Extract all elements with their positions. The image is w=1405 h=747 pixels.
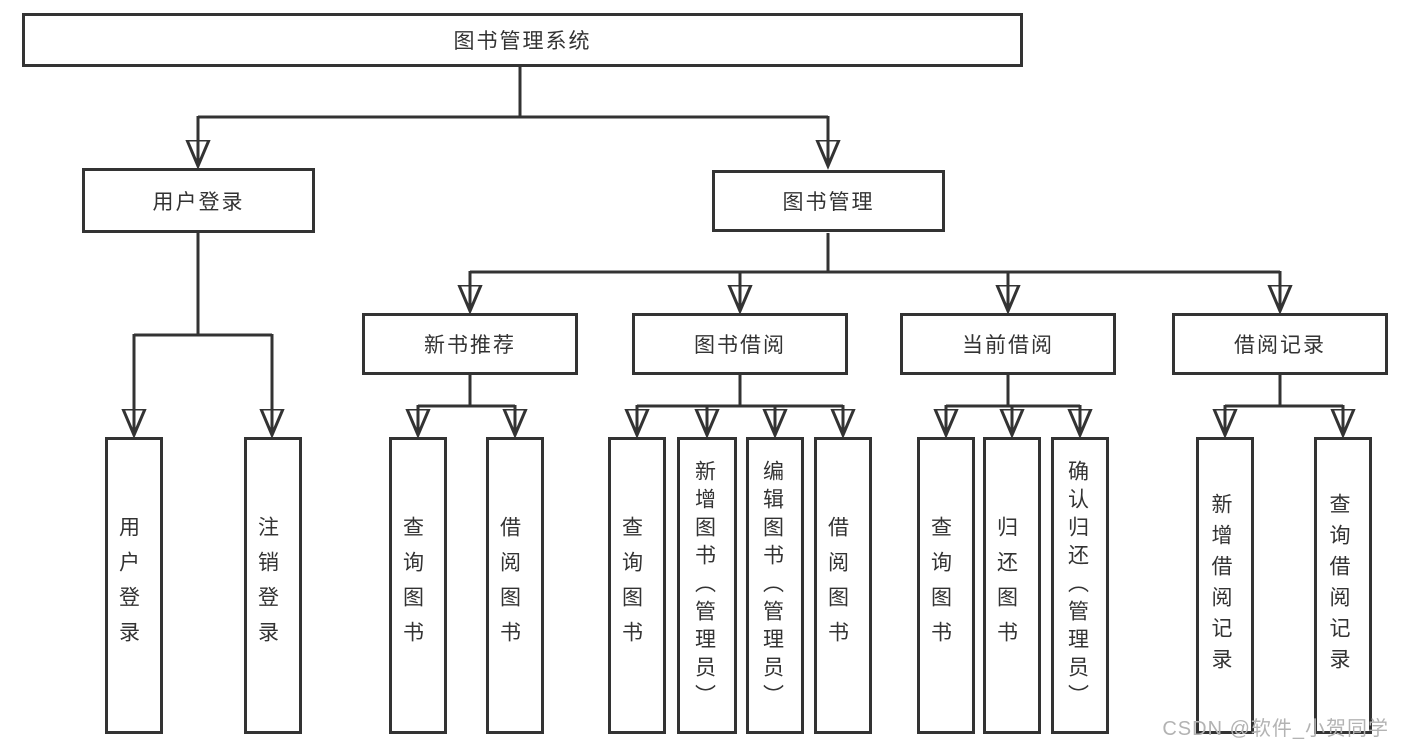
node-label: 图书管理 [782,191,875,214]
connector-root [198,67,828,119]
node-leaf-logout: 注销登录 [244,437,302,734]
node-label: 新书推荐 [424,334,516,357]
node-label: 新增图书（管理员） [692,459,716,712]
connector-new-book-recommend [418,375,515,408]
node-leaf-user-login: 用户登录 [105,437,163,734]
node-label: 查询图书 [400,515,424,656]
node-leaf-return-books: 归还图书 [983,437,1041,734]
node-label: 借阅图书 [497,515,521,656]
node-label: 图书借阅 [694,334,786,357]
node-label: 借阅记录 [1234,334,1326,357]
node-leaf-query-books-current: 查询图书 [917,437,975,734]
node-current-borrow: 当前借阅 [900,313,1116,375]
connector-book-management [470,233,1280,274]
node-label: 用户登录 [152,190,245,214]
node-label: 查询借阅记录 [1327,492,1350,679]
node-label: 注销登录 [255,515,279,656]
node-leaf-add-books-admin: 新增图书（管理员） [677,437,737,734]
node-leaf-add-borrow-record: 新增借阅记录 [1196,437,1254,734]
connector-borrow-records-group [1225,375,1343,408]
node-user-login: 用户登录 [82,168,315,233]
node-label: 借阅图书 [825,515,849,656]
node-label: 归还图书 [994,515,1018,656]
connector-user-login [134,233,272,337]
node-label: 编辑图书（管理员） [760,459,784,712]
node-borrow-records: 借阅记录 [1172,313,1388,375]
node-book-borrow: 图书借阅 [632,313,848,375]
node-leaf-query-borrow-record: 查询借阅记录 [1314,437,1372,734]
node-label: 图书管理系统 [453,30,592,53]
node-leaf-confirm-return-admin: 确认归还（管理员） [1051,437,1109,734]
node-label: 查询图书 [619,515,643,656]
node-leaf-query-books-borrow: 查询图书 [608,437,666,734]
node-leaf-edit-books-admin: 编辑图书（管理员） [746,437,804,734]
node-book-management: 图书管理 [712,170,945,232]
node-label: 确认归还（管理员） [1065,459,1089,712]
node-label: 查询图书 [928,515,952,656]
node-label: 新增借阅记录 [1209,492,1232,679]
connector-book-borrow-group [637,375,843,408]
csdn-watermark: CSDN @软件_小贺同学 [1162,718,1389,740]
node-leaf-borrow-books: 借阅图书 [814,437,872,734]
node-label: 用户登录 [116,515,140,656]
node-leaf-query-books-recommend: 查询图书 [389,437,447,734]
node-leaf-borrow-books-recommend: 借阅图书 [486,437,544,734]
node-label: 当前借阅 [962,334,1054,357]
connector-current-borrow-group [946,375,1080,408]
node-library-system: 图书管理系统 [22,13,1023,67]
node-new-book-recommend: 新书推荐 [362,313,578,375]
